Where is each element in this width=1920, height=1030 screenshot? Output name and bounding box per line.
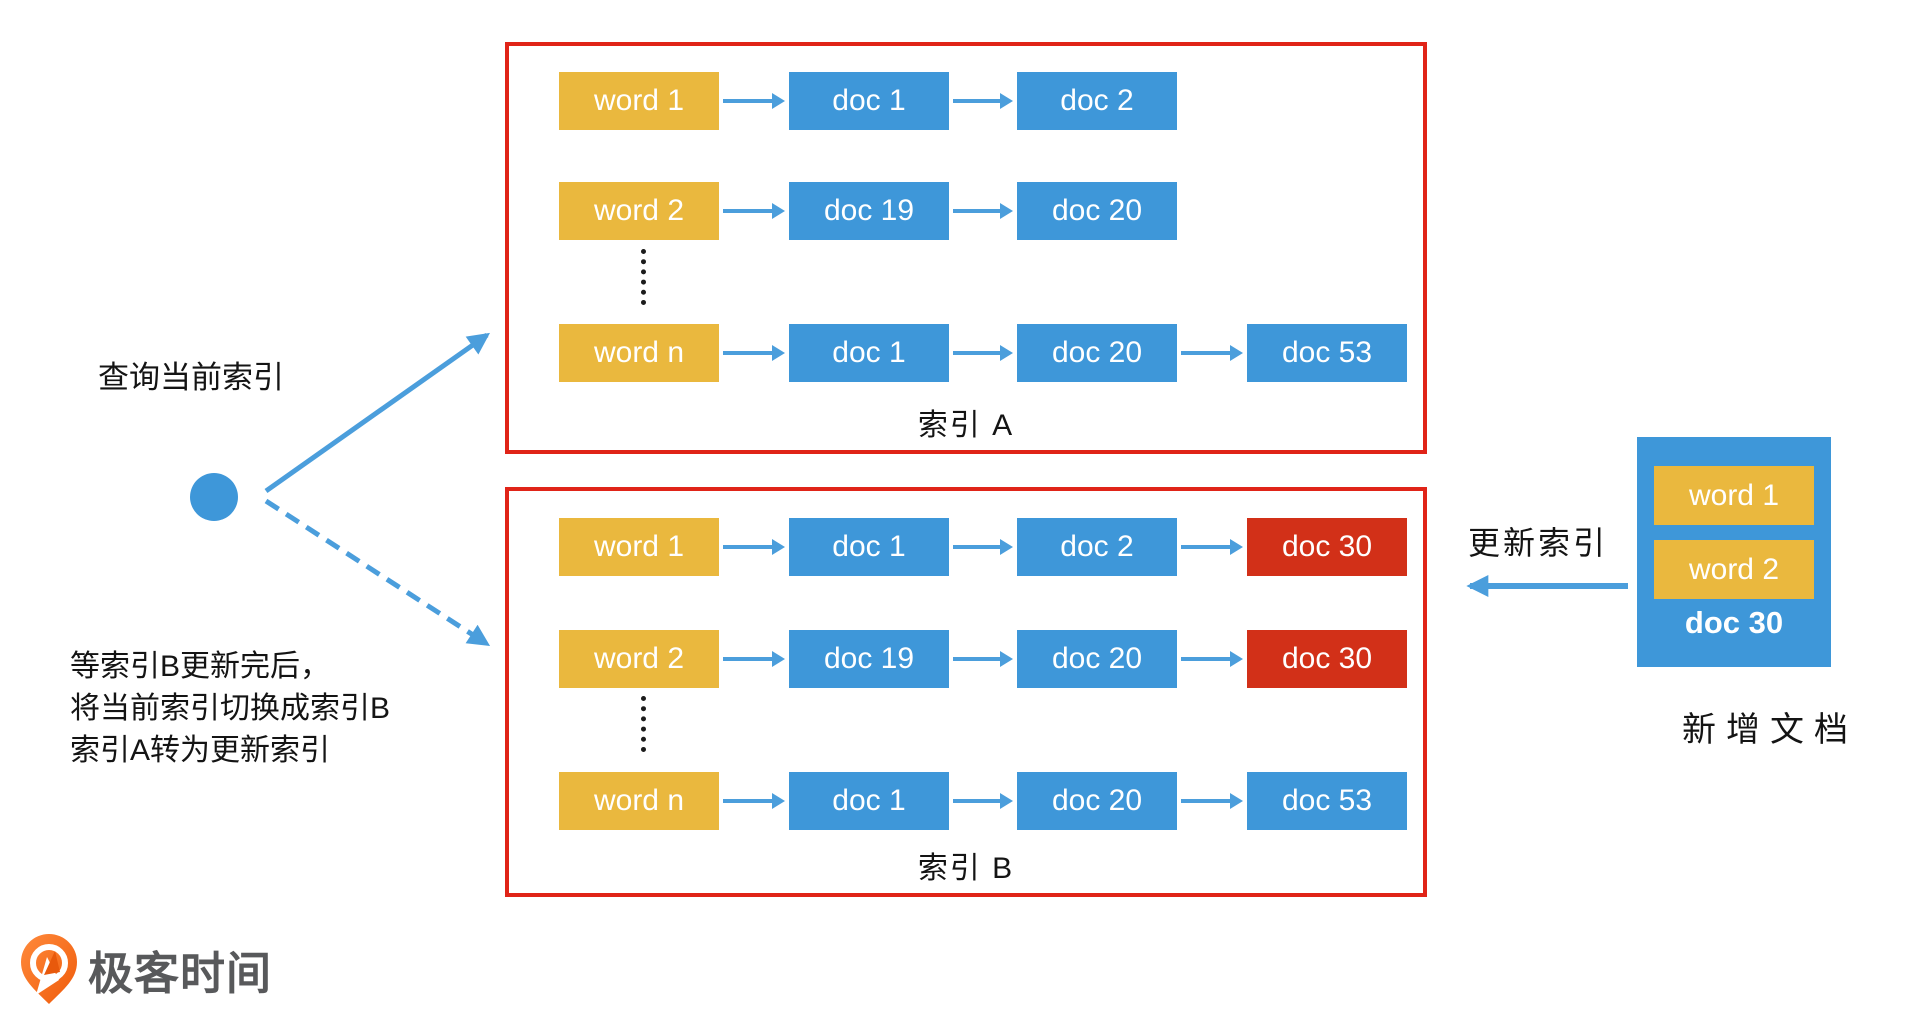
doc-box: doc 1 bbox=[789, 518, 949, 576]
arrow-right-icon bbox=[723, 93, 785, 109]
geektime-logo: 极客时间 bbox=[20, 933, 272, 1005]
ellipsis-dots-b bbox=[641, 696, 646, 752]
word-box: word n bbox=[559, 772, 719, 830]
switch-dashed-arrow bbox=[264, 498, 491, 647]
doc-box: doc 1 bbox=[789, 72, 949, 130]
doc-box: doc 1 bbox=[789, 772, 949, 830]
arrow-right-icon bbox=[953, 345, 1013, 361]
doc-box: doc 20 bbox=[1017, 182, 1177, 240]
arrow-right-icon bbox=[723, 539, 785, 555]
doc-box: doc 20 bbox=[1017, 324, 1177, 382]
new-doc-box: doc 30 bbox=[1247, 630, 1407, 688]
new-docs-box: word 1 word 2 doc 30 bbox=[1637, 437, 1831, 667]
arrow-right-icon bbox=[723, 345, 785, 361]
word-box: word 1 bbox=[559, 518, 719, 576]
new-doc-word-box: word 1 bbox=[1654, 466, 1814, 525]
index-a-frame: word 1 doc 1 doc 2 word 2 doc 19 doc 20 word n… bbox=[505, 42, 1427, 454]
doc-box: doc 19 bbox=[789, 182, 949, 240]
new-doc-word-box: word 2 bbox=[1654, 540, 1814, 599]
index-b-frame: word 1 doc 1 doc 2 doc 30 word 2 doc 19 doc 20… bbox=[505, 487, 1427, 897]
arrow-right-icon bbox=[953, 203, 1013, 219]
arrow-right-icon bbox=[723, 793, 785, 809]
index-a-label: 索引 A bbox=[917, 409, 1015, 442]
note-line-3: 索引A转为更新索引 bbox=[70, 734, 331, 767]
switch-index-note: 等索引B更新完后， 将当前索引切换成索引B 索引A转为更新索引 bbox=[70, 646, 390, 772]
arrow-right-icon bbox=[1181, 651, 1243, 667]
arrow-right-icon bbox=[723, 203, 785, 219]
note-line-2: 将当前索引切换成索引B bbox=[70, 692, 391, 725]
word-box: word 1 bbox=[559, 72, 719, 130]
new-docs-caption: 新增文档 bbox=[1682, 711, 1858, 749]
word-box: word n bbox=[559, 324, 719, 382]
geektime-logo-text: 极客时间 bbox=[88, 947, 273, 999]
new-doc-box: doc 30 bbox=[1247, 518, 1407, 576]
doc-box: doc 20 bbox=[1017, 772, 1177, 830]
ellipsis-dots-a bbox=[641, 249, 646, 305]
doc-box: doc 2 bbox=[1017, 518, 1177, 576]
doc-box: doc 2 bbox=[1017, 72, 1177, 130]
arrow-right-icon bbox=[953, 539, 1013, 555]
query-origin-dot bbox=[190, 473, 238, 521]
geektime-pin-icon bbox=[21, 934, 77, 1004]
note-line-1: 等索引B更新完后， bbox=[70, 650, 331, 683]
doc-box: doc 20 bbox=[1017, 630, 1177, 688]
new-doc-id-label: doc 30 bbox=[1684, 605, 1784, 640]
query-solid-arrow bbox=[264, 332, 490, 494]
arrow-right-icon bbox=[953, 93, 1013, 109]
word-box: word 2 bbox=[559, 630, 719, 688]
query-current-index-label: 查询当前索引 bbox=[98, 360, 284, 395]
arrow-right-icon bbox=[953, 651, 1013, 667]
update-index-label: 更新索引 bbox=[1468, 525, 1609, 561]
arrow-right-icon bbox=[723, 651, 785, 667]
arrow-right-icon bbox=[953, 793, 1013, 809]
arrow-right-icon bbox=[1181, 793, 1243, 809]
doc-box: doc 53 bbox=[1247, 324, 1407, 382]
doc-box: doc 53 bbox=[1247, 772, 1407, 830]
arrow-right-icon bbox=[1181, 345, 1243, 361]
doc-box: doc 19 bbox=[789, 630, 949, 688]
word-box: word 2 bbox=[559, 182, 719, 240]
doc-box: doc 1 bbox=[789, 324, 949, 382]
index-b-label: 索引 B bbox=[917, 852, 1015, 885]
arrow-right-icon bbox=[1181, 539, 1243, 555]
